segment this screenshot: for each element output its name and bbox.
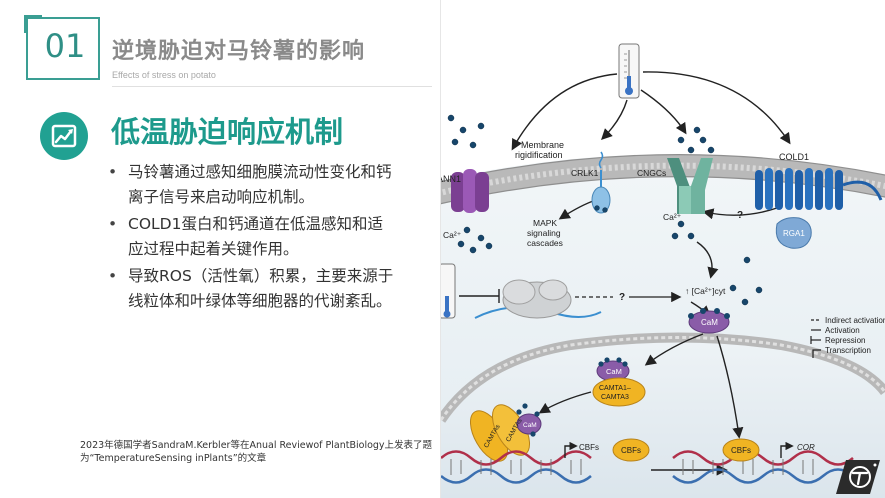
page-title: 逆境胁迫对马铃薯的影响 — [112, 39, 366, 64]
label-question: ? — [619, 292, 625, 303]
thermometer-icon — [618, 43, 640, 99]
legend — [810, 319, 821, 358]
rga1-protein — [775, 217, 812, 249]
thermometer-icon — [441, 263, 456, 319]
column-divider — [440, 0, 441, 498]
bullet-list: 马铃薯通过感知细胞膜流动性变化和钙离子信号来启动响应机制。 COLD1蛋白和钙通… — [104, 160, 394, 316]
section-title: 低温胁迫响应机制 — [111, 115, 344, 149]
label-cor: COR — [797, 443, 815, 452]
dna-helix-right — [672, 450, 854, 484]
cbfs-protein — [612, 438, 760, 462]
legend-repression: Repression — [825, 336, 865, 345]
cam-camta-complex — [592, 357, 646, 407]
label-membrane-rigid: Membrane — [521, 140, 564, 150]
label-cam-center: CaM — [701, 318, 718, 327]
label-mapk: signaling — [527, 228, 561, 238]
cngc-channel — [667, 158, 713, 214]
bullet-item: 马铃薯通过感知细胞膜流动性变化和钙离子信号来启动响应机制。 — [104, 160, 394, 210]
label-cam-nucleus: CaM — [606, 367, 622, 376]
page-subtitle: Effects of stress on potato — [112, 70, 216, 80]
legend-activation: Activation — [825, 326, 860, 335]
citation-text: 2023年德国学者SandraM.Kerbler等在Anual Reviewof… — [80, 440, 433, 464]
label-camta13: CAMTA1– — [599, 385, 631, 392]
label-ann1: ANN1 — [441, 174, 461, 184]
nucleus — [441, 332, 885, 498]
camtas-cluster — [469, 403, 542, 462]
transcription-arrows — [564, 441, 794, 458]
label-cam-cluster: CaM — [523, 422, 537, 429]
label-rga1: RGA1 — [783, 229, 805, 238]
label-ca-cyt: ↑ [Ca²⁺]cyt — [685, 286, 726, 296]
label-cbfs-protein: CBFs — [621, 446, 641, 455]
trend-chart-icon — [40, 112, 88, 160]
number-box-corner — [24, 15, 42, 33]
repression-line — [459, 289, 500, 303]
section-number-box: 01 — [24, 15, 100, 80]
label-ca-right: Ca²⁺ — [663, 212, 682, 222]
label-cbfs-gene: CBFs — [579, 443, 599, 452]
dna-helix-left — [441, 450, 592, 484]
label-question: ? — [737, 210, 743, 221]
label-crlk1: CRLK1 — [571, 168, 599, 178]
brand-logo-icon — [836, 456, 882, 496]
title-underline — [112, 86, 432, 87]
label-mapk: MAPK — [533, 218, 557, 228]
label-ca-left: Ca²⁺ — [443, 230, 462, 240]
legend-indirect-activation: Indirect activation — [825, 316, 885, 325]
label-mapk: cascades — [527, 238, 563, 248]
calcium-ions — [447, 114, 763, 306]
label-cold1: COLD1 — [779, 152, 809, 162]
label-cbfs-protein: CBFs — [731, 446, 751, 455]
bullet-item: 导致ROS（活性氧）积累，主要来源于线粒体和叶绿体等细胞器的代谢紊乱。 — [104, 264, 394, 314]
section-number: 01 — [44, 27, 86, 65]
label-camta13: CAMTA3 — [601, 394, 629, 401]
legend-transcription: Transcription — [825, 346, 871, 355]
temperature-sensing-diagram: ANN1 Membrane rigidification CRLK1 CNGCs… — [441, 0, 885, 498]
label-membrane-rigid: rigidification — [515, 150, 563, 160]
label-cngcs: CNGCs — [637, 168, 666, 178]
cold1-protein — [755, 168, 883, 210]
rna-protein-complex — [474, 279, 602, 319]
bullet-item: COLD1蛋白和钙通道在低温感知和适应过程中起着关键作用。 — [104, 212, 394, 262]
ann1-channel — [451, 169, 489, 213]
cam-center — [688, 308, 730, 334]
